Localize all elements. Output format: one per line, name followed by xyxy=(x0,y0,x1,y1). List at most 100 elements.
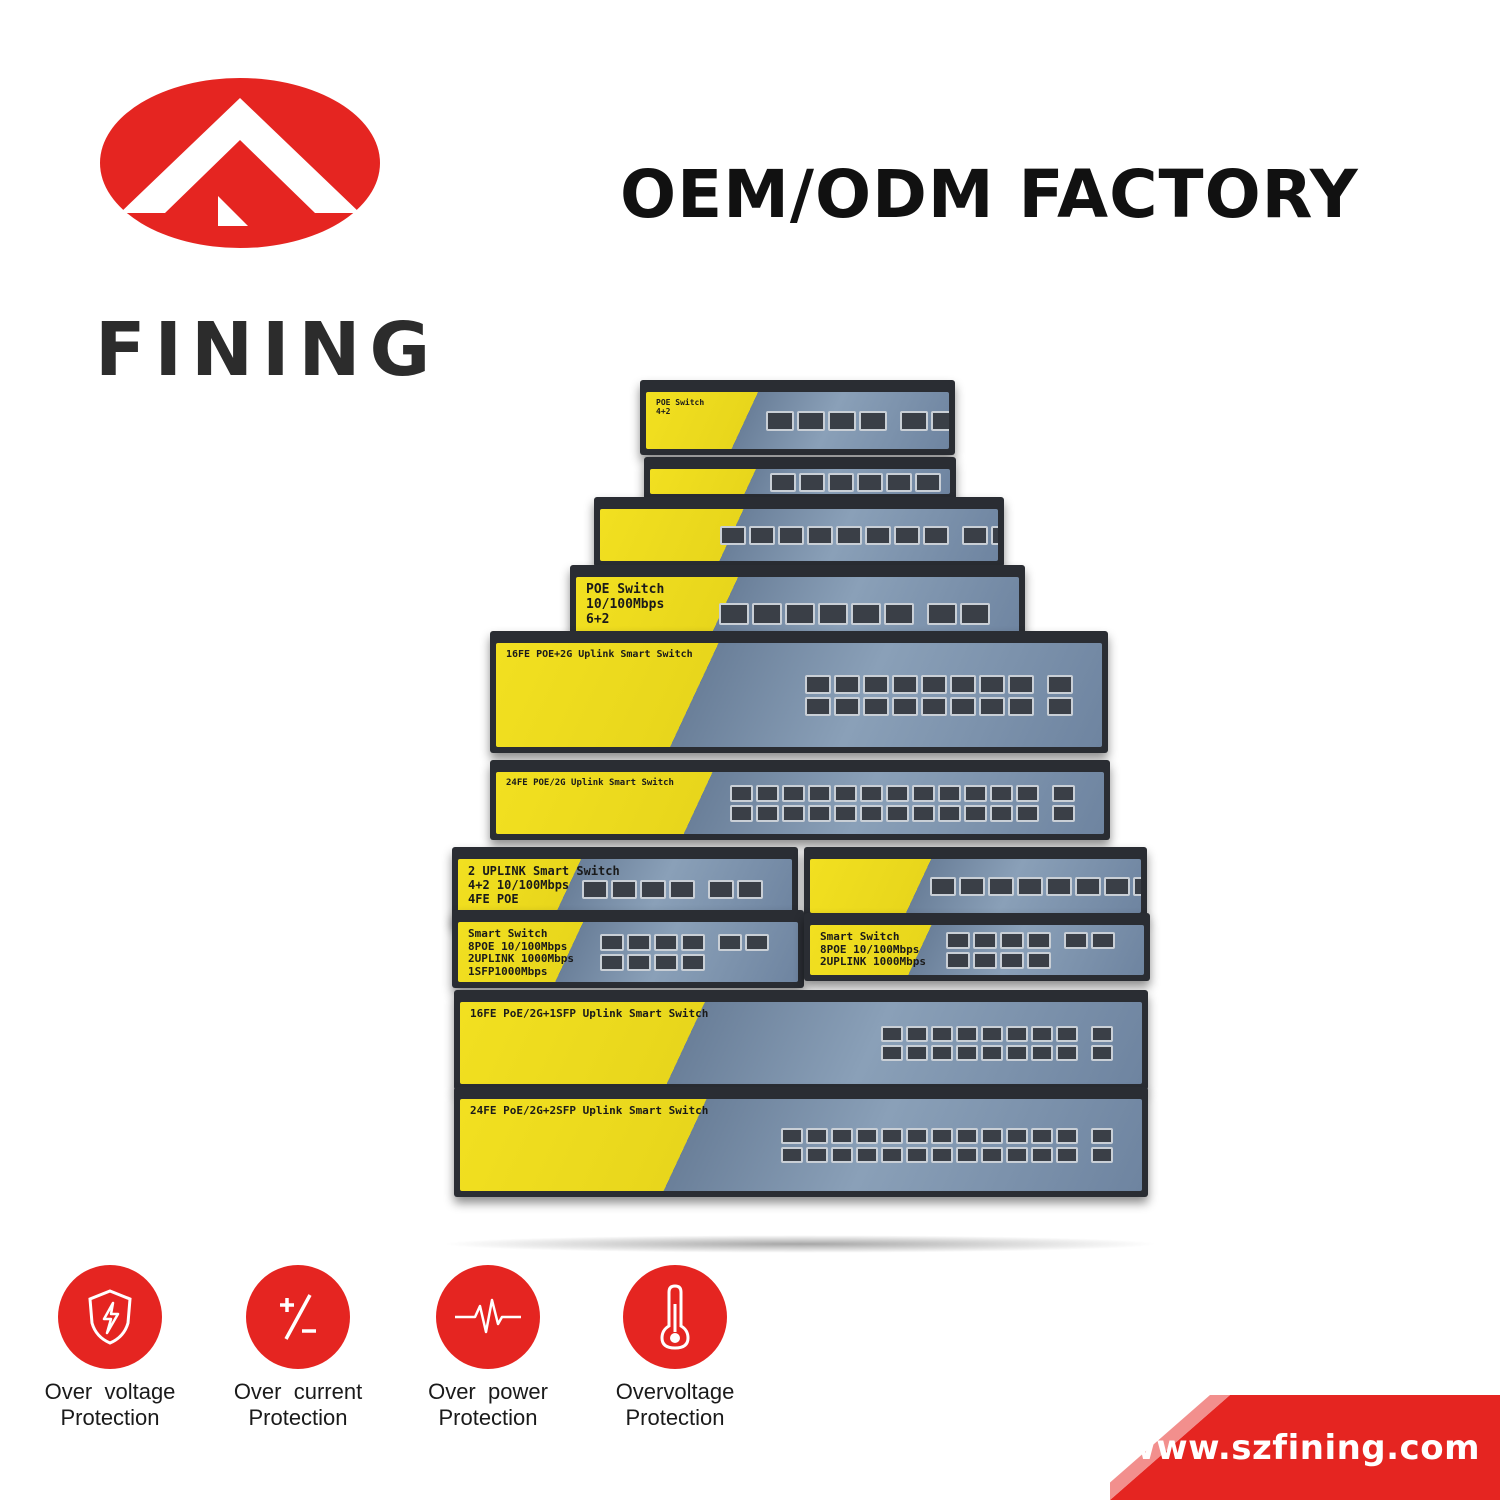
uplink-port xyxy=(962,526,988,545)
website-url[interactable]: www.szfining.com xyxy=(1124,1428,1480,1468)
poe-port xyxy=(836,526,862,545)
poe-port xyxy=(956,1147,978,1163)
uplink-port xyxy=(1091,1026,1113,1042)
uplink-ports xyxy=(1091,1026,1116,1061)
poe-switch-unit: 16FE POE+2G Uplink Smart Switch xyxy=(490,631,1108,753)
uplink-port xyxy=(718,934,742,951)
switch-front-panel xyxy=(650,469,950,494)
headline: OEM/ODM FACTORY xyxy=(620,156,1359,233)
switch-front-panel xyxy=(810,859,1141,913)
poe-port xyxy=(1006,1026,1028,1042)
poe-port xyxy=(600,934,624,951)
uplink-port xyxy=(1091,932,1115,949)
poe-port xyxy=(805,675,831,694)
uplink-port xyxy=(931,411,949,431)
ethernet-ports xyxy=(582,880,698,899)
switch-model-label: Smart Switch 8POE 10/100Mbps 2UPLINK 100… xyxy=(820,930,926,969)
uplink-ports xyxy=(1047,675,1076,716)
feature-icon-circle xyxy=(246,1265,350,1369)
feature-icon-circle xyxy=(58,1265,162,1369)
poe-port xyxy=(781,1147,803,1163)
poe-port xyxy=(950,697,976,716)
poe-port xyxy=(946,952,970,969)
poe-port xyxy=(856,1147,878,1163)
poe-switch-unit: 24FE PoE/2G+2SFP Uplink Smart Switch xyxy=(454,1087,1148,1197)
switch-front-panel: 16FE POE+2G Uplink Smart Switch xyxy=(496,643,1102,747)
feature-overvoltage: Overvoltage Protection xyxy=(595,1265,755,1432)
uplink-ports xyxy=(962,526,998,545)
poe-port xyxy=(938,805,961,822)
poe-port xyxy=(1031,1128,1053,1144)
poe-port xyxy=(720,526,746,545)
poe-switch-unit xyxy=(644,457,956,500)
uplink-port xyxy=(1052,785,1075,802)
poe-port xyxy=(1006,1045,1028,1061)
poe-port xyxy=(1017,877,1043,896)
uplink-ports xyxy=(927,602,993,625)
poe-port xyxy=(1006,1147,1028,1163)
poe-port xyxy=(654,934,678,951)
poe-port xyxy=(1056,1026,1078,1042)
uplink-port xyxy=(927,602,957,625)
fining-logo-icon xyxy=(100,78,380,248)
poe-port xyxy=(749,526,775,545)
poe-port xyxy=(881,1128,903,1144)
switch-model-label: Smart Switch 8POE 10/100Mbps 2UPLINK 100… xyxy=(468,927,574,978)
switch-model-label: 2 UPLINK Smart Switch 4+2 10/100Mbps 4FE… xyxy=(468,864,620,906)
uplink-ports xyxy=(1064,932,1118,949)
poe-port xyxy=(956,1128,978,1144)
poe-port xyxy=(1046,877,1072,896)
switch-model-label: POE Switch 4+2 xyxy=(656,398,705,417)
poe-port xyxy=(990,805,1013,822)
poe-port xyxy=(730,805,753,822)
poe-port xyxy=(860,805,883,822)
poe-port xyxy=(797,411,825,431)
poe-port xyxy=(1056,1147,1078,1163)
poe-port xyxy=(1027,932,1051,949)
poe-port xyxy=(956,1026,978,1042)
ethernet-ports xyxy=(719,602,917,625)
poe-port xyxy=(828,473,854,492)
poe-port xyxy=(881,1026,903,1042)
poe-port xyxy=(785,602,815,625)
poe-switch-unit: POE Switch 4+2 xyxy=(640,380,955,455)
poe-port xyxy=(912,785,935,802)
poe-port xyxy=(886,473,912,492)
poe-port xyxy=(654,954,678,971)
poe-port xyxy=(912,805,935,822)
feature-over-voltage: Over voltage Protection xyxy=(30,1265,190,1432)
poe-port xyxy=(892,675,918,694)
feature-line1: Overvoltage xyxy=(615,1379,735,1404)
poe-port xyxy=(863,675,889,694)
poe-port xyxy=(931,1147,953,1163)
poe-port xyxy=(782,785,805,802)
feature-line2: Protection xyxy=(60,1405,160,1431)
poe-port xyxy=(681,934,705,951)
poe-port xyxy=(894,526,920,545)
poe-port xyxy=(782,805,805,822)
poe-port xyxy=(1000,952,1024,969)
thermometer-icon xyxy=(660,1284,690,1350)
poe-port xyxy=(973,952,997,969)
pulse-wave-icon xyxy=(455,1298,521,1334)
poe-port xyxy=(818,602,848,625)
poe-port xyxy=(719,602,749,625)
uplink-port xyxy=(708,880,734,899)
ethernet-ports xyxy=(881,1026,1081,1061)
uplink-port xyxy=(1091,1128,1113,1144)
uplink-port xyxy=(1091,1147,1113,1163)
poe-port xyxy=(1008,675,1034,694)
poe-switch-unit: 16FE PoE/2G+1SFP Uplink Smart Switch xyxy=(454,990,1148,1090)
poe-port xyxy=(946,932,970,949)
feature-line1: Over voltage xyxy=(44,1379,176,1404)
ethernet-ports xyxy=(766,411,890,431)
poe-port xyxy=(1031,1026,1053,1042)
stack-shadow xyxy=(440,1235,1160,1253)
feature-icon-circle xyxy=(436,1265,540,1369)
poe-port xyxy=(981,1026,1003,1042)
feature-list: Over voltage Protection Over current Pro… xyxy=(30,1265,790,1445)
poe-port xyxy=(805,697,831,716)
poe-port xyxy=(931,1128,953,1144)
poe-port xyxy=(756,805,779,822)
poe-port xyxy=(981,1147,1003,1163)
